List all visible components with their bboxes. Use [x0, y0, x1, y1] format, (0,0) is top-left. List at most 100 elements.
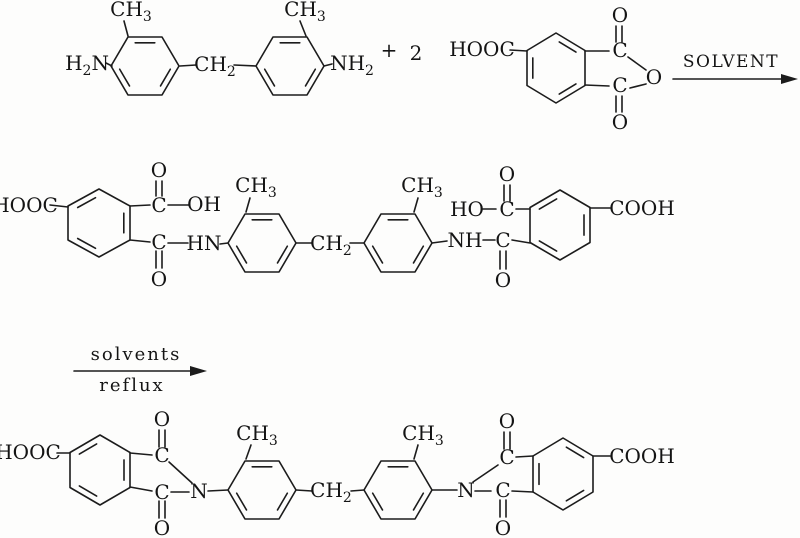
methylene-label: CH2: [310, 231, 352, 259]
double-bond-inner: [276, 245, 289, 264]
benzene-ring-anhydride: [526, 32, 586, 104]
amide-nh-label: NH: [448, 228, 483, 252]
reaction-arrow-step2: solvents reflux: [73, 344, 207, 396]
double-bond-inner: [412, 245, 425, 264]
carbonyl-carbon-label: C: [154, 443, 169, 467]
bond: [168, 461, 193, 484]
double-bond-inner: [565, 446, 585, 459]
intermediate-bis-amic-acid: HOOC C O OH C O HN CH3 CH2 CH3: [0, 158, 675, 292]
bond: [179, 64, 197, 67]
bond: [627, 56, 647, 71]
carbonyl-oxygen-label: O: [499, 162, 515, 186]
carbonyl-oxygen-label: O: [612, 110, 628, 134]
carbonyl-oxygen-label: O: [612, 3, 628, 27]
carboxyl-label: HOOC: [0, 193, 58, 217]
benzene-ring-left: [110, 36, 180, 96]
double-bond-inner: [412, 492, 425, 511]
reactant-trimellitic-anhydride: 2 HOOC C O O C O: [410, 3, 663, 134]
bond: [233, 64, 257, 67]
carbonyl-carbon-label: C: [612, 73, 627, 97]
carboxyl-label: COOH: [609, 444, 675, 468]
double-bond-inner: [118, 68, 131, 87]
double-bond-inner: [558, 41, 577, 53]
toluene-ring-right: [363, 460, 433, 520]
benzene-ring: [227, 213, 297, 273]
benzene-ring-right-phthalamic: [529, 189, 591, 261]
imide-nitrogen-label: N: [457, 478, 475, 502]
toluene-ring-left: [227, 213, 297, 273]
bond: [584, 84, 610, 87]
double-bond-inner: [304, 68, 317, 87]
carbonyl-oxygen-label: O: [151, 158, 167, 182]
bond: [350, 489, 365, 492]
double-bond-inner: [76, 237, 97, 250]
bond: [123, 20, 129, 37]
methylene-label: CH2: [310, 478, 352, 506]
bond: [509, 49, 528, 52]
carbonyl-carbon-label: C: [154, 480, 169, 504]
carbonyl-oxygen-label: O: [154, 407, 170, 431]
bond: [129, 239, 151, 243]
benzene-ring: [67, 188, 131, 258]
double-bond-inner: [235, 245, 248, 264]
benzene-ring: [532, 437, 594, 511]
bond: [129, 486, 153, 492]
product-bis-imide: HOOC C O C O N CH3 CH2 CH3 N: [0, 407, 675, 538]
benzene-ring: [110, 36, 180, 96]
methyl-label: CH3: [401, 173, 443, 201]
double-bond-inner: [78, 485, 98, 497]
amino-label: H2N: [65, 51, 109, 79]
double-bond-inner: [76, 196, 97, 209]
bond: [105, 62, 113, 67]
benzene-ring: [363, 213, 433, 273]
methyl-label: CH3: [235, 173, 277, 201]
bond: [511, 490, 534, 493]
double-bond-inner: [565, 489, 585, 502]
double-bond-inner: [538, 198, 558, 210]
reactant-diamine: CH3 H2N CH2 CH3 NH2 +: [65, 0, 398, 96]
reaction-arrow-head: [781, 74, 798, 84]
benzene-ring: [227, 460, 297, 520]
arrow-label-reflux: reflux: [99, 375, 164, 396]
bond: [515, 455, 534, 458]
carbonyl-carbon-label: C: [499, 445, 514, 469]
double-bond-inner: [371, 492, 384, 511]
bond: [431, 240, 448, 244]
double-bond-inner: [558, 83, 577, 95]
carboxyl-label: HOOC: [449, 37, 515, 61]
bond: [472, 464, 499, 483]
benzene-ring: [69, 434, 131, 506]
double-bond-inner: [78, 443, 98, 455]
benzene-ring: [255, 36, 325, 96]
bond: [629, 83, 647, 89]
benzene-ring-left-phthalamic: [67, 188, 131, 258]
carbonyl-carbon-label: C: [612, 38, 627, 62]
double-bond-inner: [371, 245, 384, 264]
carbonyl-carbon-label: C: [495, 228, 510, 252]
bond: [245, 444, 252, 460]
bond: [511, 239, 531, 244]
double-bond-inner: [263, 68, 276, 87]
carboxyl-label: COOH: [609, 196, 675, 220]
carbonyl-carbon-label: C: [495, 478, 510, 502]
double-bond-inner: [159, 68, 172, 87]
hydroxyl-label: HO: [450, 197, 484, 221]
bond: [207, 489, 229, 492]
carbonyl-carbon-label: C: [499, 197, 514, 221]
amino-label: NH2: [330, 51, 374, 79]
bond: [129, 204, 151, 207]
imide-nitrogen-label: N: [190, 479, 208, 503]
benzene-ring: [363, 460, 433, 520]
bond: [245, 197, 251, 213]
anhydride-oxygen-label: O: [646, 65, 662, 89]
reaction-arrow-step1: SOLVENT: [672, 52, 798, 84]
double-bond-inner: [276, 492, 289, 511]
double-bond-inner: [538, 240, 558, 252]
carbonyl-oxygen-label: O: [151, 267, 167, 291]
bond: [413, 197, 419, 213]
methyl-label: CH3: [236, 421, 278, 449]
double-bond-inner: [235, 492, 248, 511]
plus-sign: +: [381, 38, 398, 62]
hydroxyl-label: OH: [187, 192, 221, 216]
